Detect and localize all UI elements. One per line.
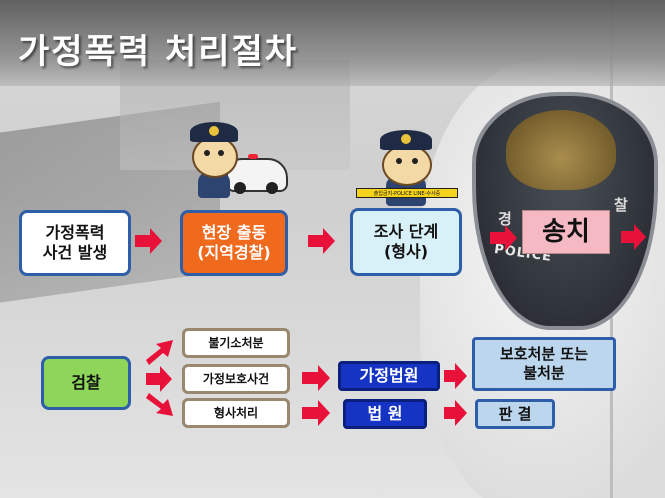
eye-icon <box>396 158 402 164</box>
cap-badge-icon <box>401 134 411 144</box>
arrow-right-icon <box>621 224 646 250</box>
wheel-icon <box>234 182 246 194</box>
arrow-right-icon <box>302 400 330 426</box>
protective-disposition-box: 보호처분 또는 불처분 <box>472 337 616 391</box>
arrow-right-icon <box>490 225 517 251</box>
option-domestic-protection: 가정보호사건 <box>182 364 290 394</box>
family-court-box: 가정법원 <box>338 361 440 391</box>
arrow-right-icon <box>302 365 330 391</box>
prosecution-box: 검찰 <box>41 356 131 410</box>
arrow-down-right-icon <box>146 393 173 416</box>
option-non-prosecution: 불기소처분 <box>182 328 290 358</box>
arrow-up-right-icon <box>146 340 173 365</box>
eye-icon <box>204 150 210 156</box>
siren-icon <box>248 154 258 159</box>
officer-face <box>382 144 432 186</box>
arrow-right-icon <box>444 363 467 389</box>
eye-icon <box>412 158 418 164</box>
police-patch: 경 찰 POLICE <box>472 92 658 330</box>
cap-badge-icon <box>209 126 219 136</box>
patch-korean-2: 찰 <box>614 196 628 214</box>
step-incident: 가정폭력 사건 발생 <box>19 210 131 276</box>
step-referral: 송치 <box>522 210 610 254</box>
step-investigation: 조사 단계 (형사) <box>350 208 462 276</box>
arrow-right-icon <box>308 228 335 254</box>
page-title: 가정폭력 처리절차 <box>18 32 299 72</box>
option-criminal: 형사처리 <box>182 398 290 428</box>
wheel-icon <box>266 182 278 194</box>
arrow-right-icon <box>135 228 162 254</box>
eagle-emblem-icon <box>506 110 616 190</box>
officer-car-illustration <box>190 122 290 202</box>
arrow-right-icon <box>146 366 172 392</box>
court-box: 법 원 <box>343 399 427 429</box>
eye-icon <box>218 150 224 156</box>
police-line-tape: 출입금지-POLICE LINE-수사중 <box>356 188 458 198</box>
officer-tape-illustration: 출입금지-POLICE LINE-수사중 <box>356 130 458 206</box>
judgment-box: 판 결 <box>475 399 555 429</box>
arrow-right-icon <box>444 400 467 426</box>
step-dispatch: 현장 출동 (지역경찰) <box>180 210 288 276</box>
patch-korean-1: 경 <box>498 210 512 228</box>
title-bar: 가정폭력 처리절차 <box>0 0 665 86</box>
